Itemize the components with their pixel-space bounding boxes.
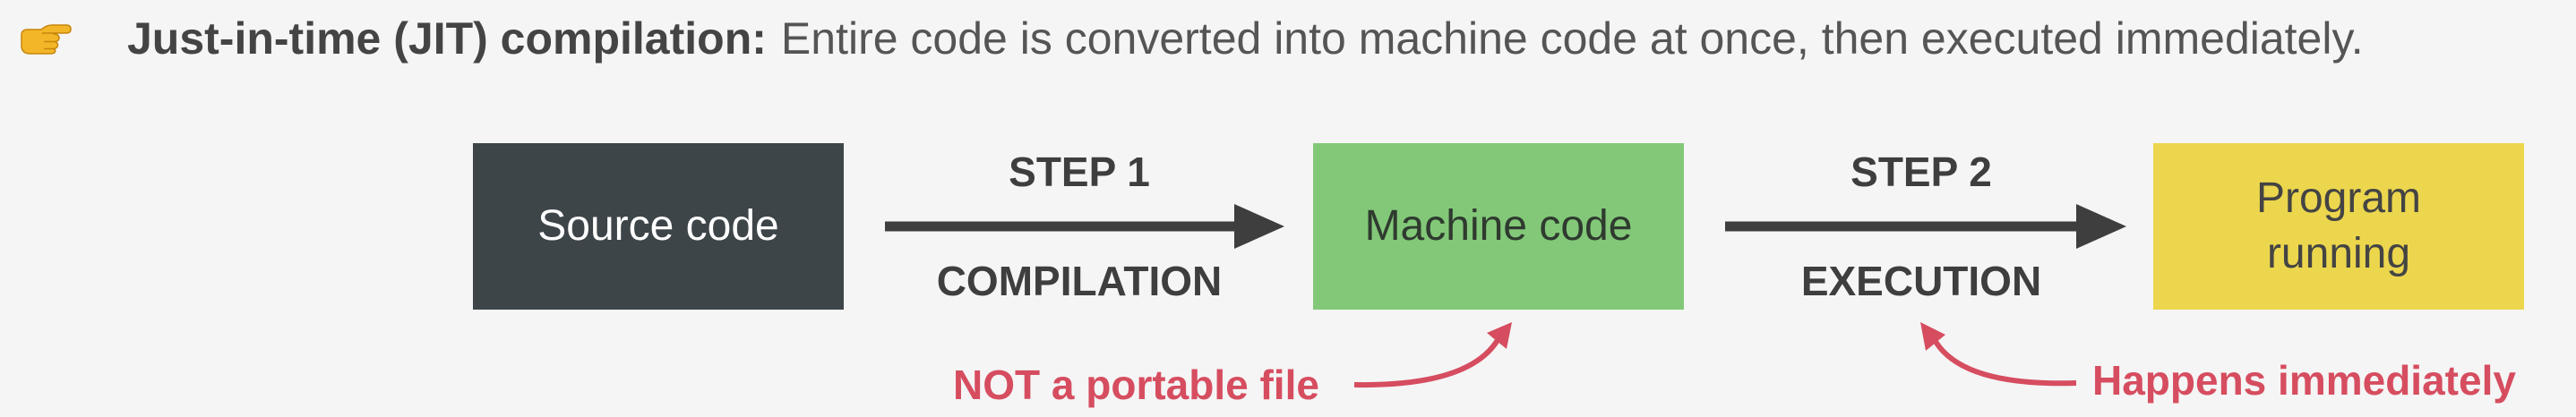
program-label-line1: Program [2255, 174, 2422, 222]
source-code-box: Source code [473, 143, 844, 310]
step2-arrow [1725, 204, 2126, 249]
step1-arrow [885, 204, 1284, 249]
machine-code-label: Machine code [1364, 201, 1633, 250]
step2-title: STEP 2 [1850, 149, 1992, 195]
immediate-note-arrow [1920, 322, 2077, 387]
machine-code-box: Machine code [1313, 143, 1684, 310]
step1-name: COMPILATION [936, 258, 1223, 304]
portable-note-arrow [1353, 322, 1512, 388]
step2-name: EXECUTION [1800, 258, 2042, 304]
step1-title: STEP 1 [1009, 149, 1150, 195]
definition-text: Entire code is converted into machine co… [780, 13, 2364, 64]
not-portable-note: NOT a portable file [953, 362, 1319, 408]
program-label-line2: running [2266, 230, 2411, 277]
pointing-hand-icon [21, 24, 72, 55]
program-running-box: Program running [2153, 143, 2524, 310]
header: Just-in-time (JIT) compilation: Entire c… [20, 7, 2364, 70]
program-running-label: Program running [2256, 171, 2421, 283]
term-label: Just-in-time (JIT) compilation: [127, 13, 767, 64]
happens-immediately-note: Happens immediately [2092, 357, 2516, 404]
source-code-label: Source code [537, 201, 779, 250]
